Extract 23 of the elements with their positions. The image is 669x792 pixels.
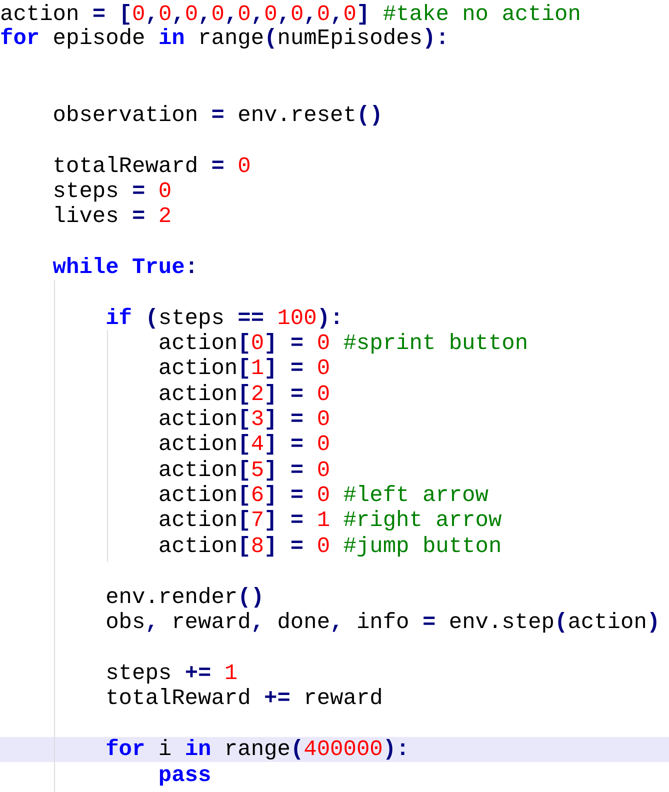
code-line: action[0] = 0 #sprint button (158, 330, 528, 356)
code-line: action = [0,0,0,0,0,0,0,0,0] #take no action (0, 2, 581, 26)
code-line: action[7] = 1 #right arrow (158, 508, 502, 532)
code-line: for i in range(400000): (106, 736, 410, 762)
code-line: obs, reward, done, info = env.step(action) (106, 610, 660, 634)
code-line: lives = 2 (52, 204, 172, 228)
code-line: action[2] = 0 (158, 382, 330, 406)
code-line: pass (158, 762, 212, 788)
code-line: totalReward += reward (106, 686, 383, 710)
code-line: steps += 1 (106, 660, 238, 686)
code-line: env.render() (106, 584, 264, 610)
code-line: totalReward = 0 (52, 154, 251, 178)
code-line: action[3] = 0 (158, 406, 330, 432)
code-line: for episode in range(numEpisodes): (0, 26, 449, 50)
code-line: while True: (52, 254, 198, 280)
code-line: action[4] = 0 (158, 432, 330, 456)
code-line: action[6] = 0 #left arrow (158, 482, 488, 508)
code-line: action[8] = 0 #jump button (158, 534, 502, 558)
code-line: if (steps == 100): (106, 306, 344, 330)
code-line: steps = 0 (52, 178, 172, 204)
code-line: action[1] = 0 (158, 356, 330, 380)
code-line: action[5] = 0 (158, 458, 330, 482)
code-line: observation = env.reset() (52, 102, 383, 128)
